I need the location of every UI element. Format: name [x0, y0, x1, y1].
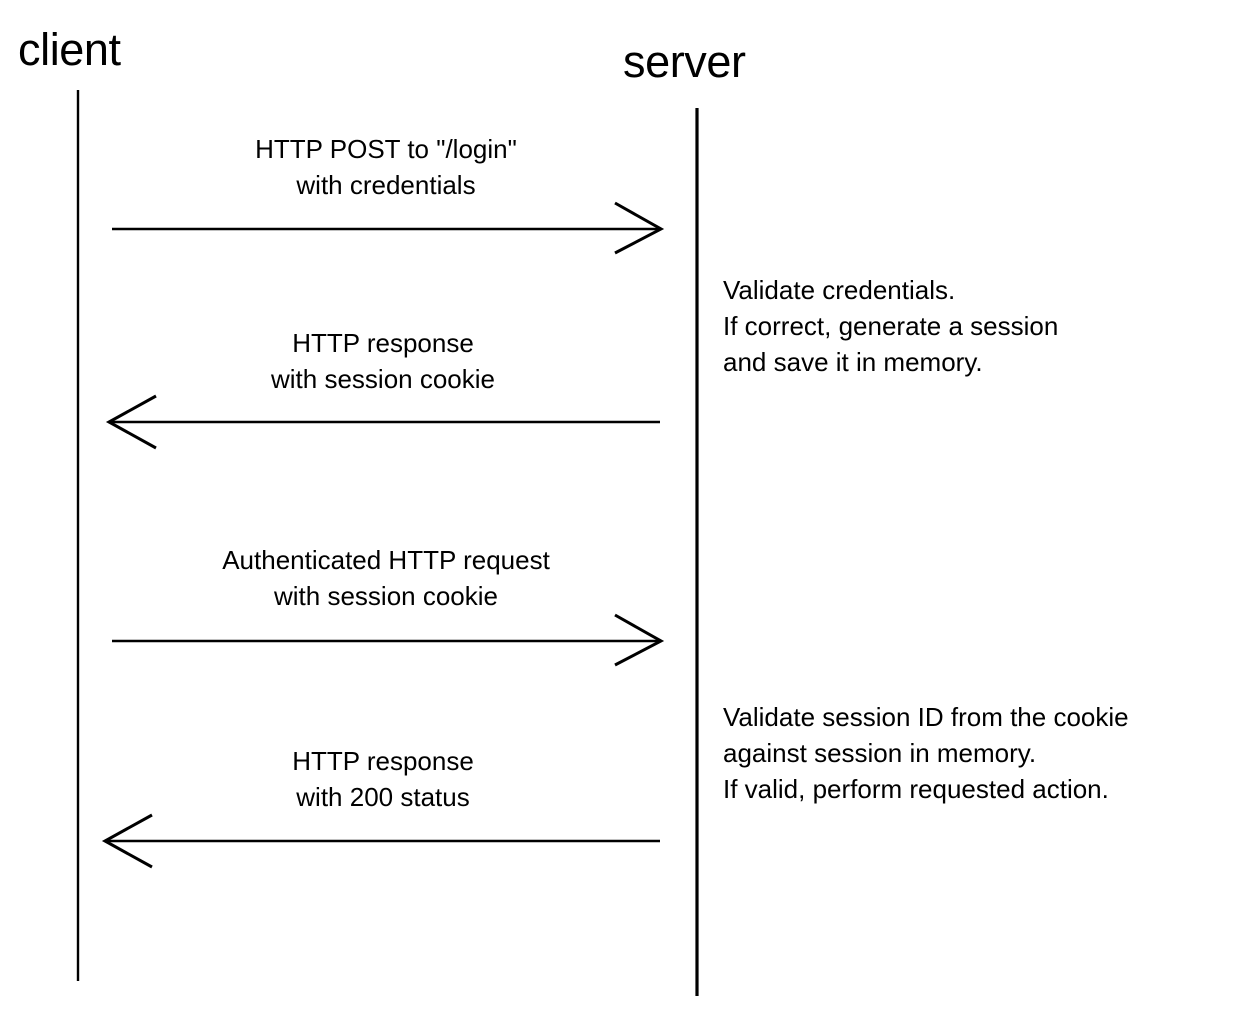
note-1-line-2: If correct, generate a session	[723, 311, 1059, 341]
note-validate-credentials: Validate credentials. If correct, genera…	[723, 272, 1058, 380]
message-label-3-line-1: Authenticated HTTP request	[222, 545, 550, 575]
note-2-line-2: against session in memory.	[723, 738, 1037, 768]
message-label-2-line-1: HTTP response	[292, 328, 474, 358]
message-label-4-line-2: with 200 status	[296, 782, 470, 812]
note-1-line-1: Validate credentials.	[723, 275, 956, 305]
actor-label-server: server	[623, 36, 746, 87]
message-label-2: HTTP response with session cookie	[106, 325, 660, 397]
note-1-line-3: and save it in memory.	[723, 347, 983, 377]
arrow-msg-1	[112, 201, 665, 255]
message-label-2-line-2: with session cookie	[271, 364, 495, 394]
message-label-1-line-1: HTTP POST to "/login"	[255, 134, 517, 164]
message-label-4: HTTP response with 200 status	[106, 743, 660, 815]
message-label-1-line-2: with credentials	[296, 170, 476, 200]
arrow-msg-2	[105, 394, 660, 450]
arrow-msg-3	[112, 613, 665, 667]
note-validate-session-id: Validate session ID from the cookie agai…	[723, 699, 1129, 807]
message-label-3-line-2: with session cookie	[274, 581, 498, 611]
message-label-1: HTTP POST to "/login" with credentials	[112, 131, 660, 203]
actor-label-client: client	[18, 24, 121, 75]
note-2-line-1: Validate session ID from the cookie	[723, 702, 1129, 732]
message-label-3: Authenticated HTTP request with session …	[112, 542, 660, 614]
note-2-line-3: If valid, perform requested action.	[723, 774, 1109, 804]
message-label-4-line-1: HTTP response	[292, 746, 474, 776]
arrow-msg-4	[101, 813, 660, 869]
